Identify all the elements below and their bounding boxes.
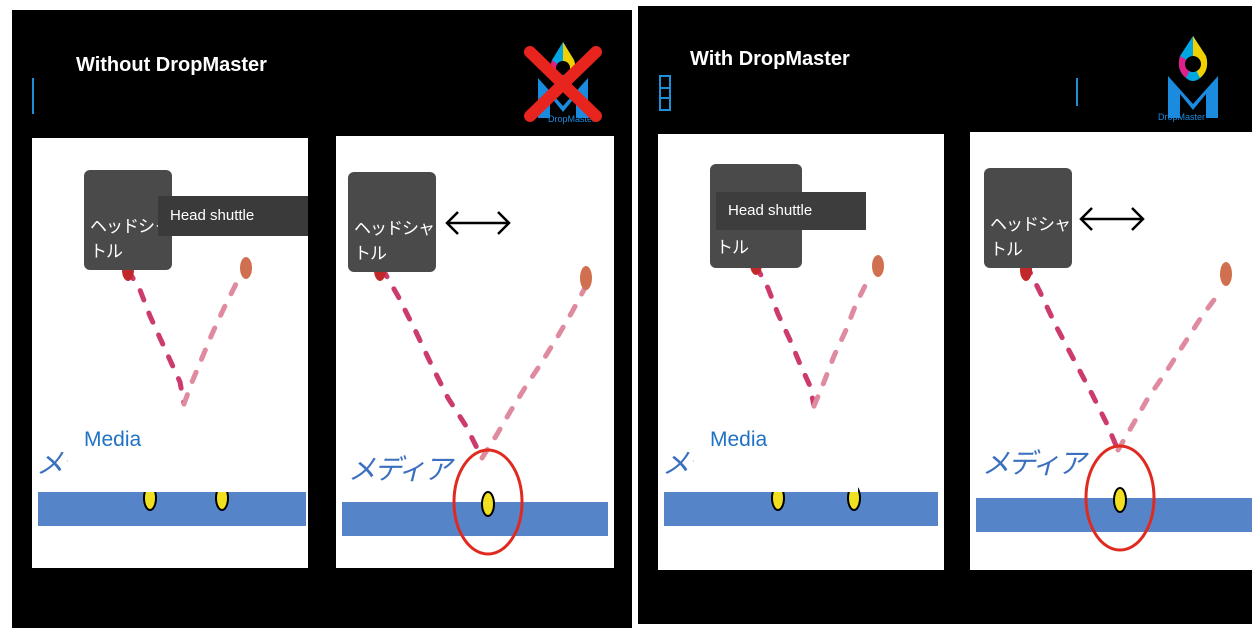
partial-glyph-icon [659,75,671,111]
dropmaster-logo-icon: DropMaster [524,38,602,126]
head-shuttle-box: ヘッドシャトル [348,172,436,272]
blue-tick-mark [32,78,34,114]
head-shuttle-label: Head shuttle [716,192,866,230]
media-label-box [694,410,858,492]
diagram-panel-with-1: ヘッドシャトル Head shuttle メテ Media [658,134,944,570]
media-jp-label: メディア [982,447,1086,480]
double-arrow-icon [1079,207,1145,231]
logo-text: DropMaster [1158,112,1206,122]
without-dropmaster-section: Without DropMaster DropMaster ヘッドシャトル [12,10,632,628]
head-shuttle-label: Head shuttle [158,196,308,236]
media-label-box [68,408,308,492]
shuttle-jp-label: ヘッドシャトル [354,219,435,264]
media-jp-label: メディア [348,453,452,486]
with-dropmaster-section: With DropMaster DropMaster ヘッドシャトル [638,6,1252,624]
section-title: With DropMaster [690,48,850,70]
head-shuttle-box: ヘッドシャトル [84,170,172,270]
diagram-panel-with-2: ヘッドシャトル メディア [970,132,1252,570]
section-title: Without DropMaster [76,54,267,76]
media-label: Media [84,428,142,451]
shuttle-jp-label: ヘッドシャトル [990,215,1071,260]
media-label: Media [710,428,768,451]
head-shuttle-box: ヘッドシャトル [984,168,1072,268]
double-arrow-icon [445,211,511,235]
blue-tick-mark [1076,78,1078,106]
logo-text: DropMaster [548,114,596,124]
shuttle-jp-label: ヘッドシャトル [90,217,171,262]
diagram-panel-without-2: ヘッドシャトル メディア [336,136,614,568]
cross-mark-icon [524,46,602,122]
dropmaster-logo-icon: DropMaster [1156,32,1230,126]
diagram-panel-without-1: ヘッドシャトル Head shuttle メテ Media [32,138,308,568]
